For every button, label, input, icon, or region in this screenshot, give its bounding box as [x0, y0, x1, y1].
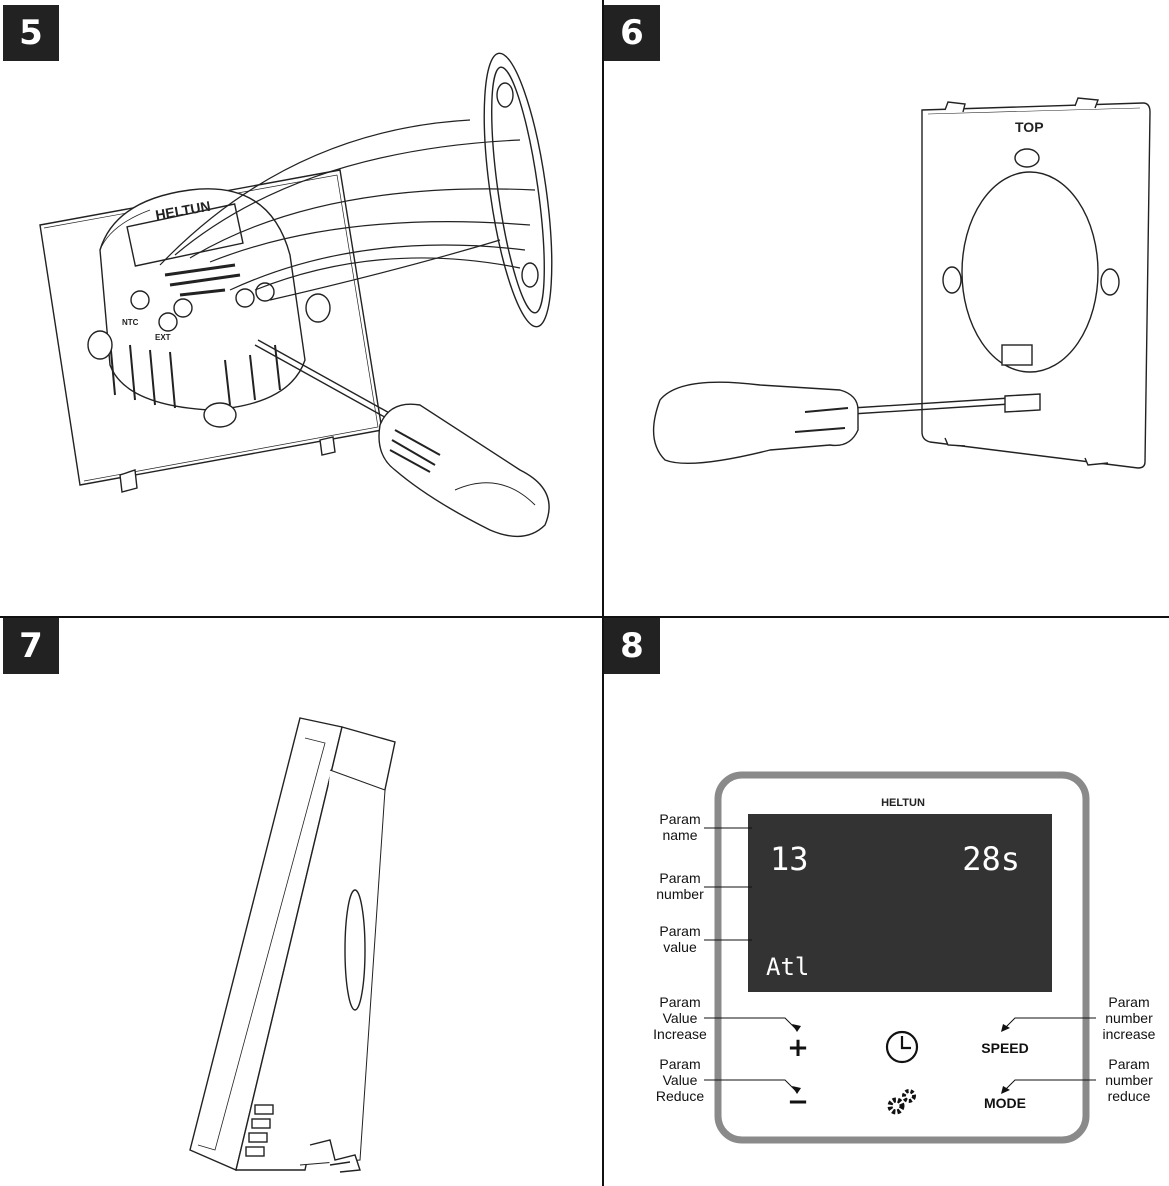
annotation-number-increase: Param number increase: [1102, 994, 1156, 1042]
step-badge-8: 8: [604, 618, 660, 674]
gears-icon: [887, 1089, 916, 1115]
panel-6-illustration: TOP: [652, 97, 1151, 469]
wires: [159, 119, 536, 301]
step-badge-6: 6: [604, 5, 660, 61]
annotation-number-reduce: Param number reduce: [1105, 1056, 1153, 1104]
lcd-param-number: 13: [770, 840, 809, 878]
horizontal-divider: [0, 616, 1169, 618]
plus-button: +: [787, 1033, 809, 1063]
lcd-param-name: Atl: [766, 953, 809, 981]
terminal-ext-label: EXT: [155, 333, 171, 342]
minus-button: −: [787, 1087, 809, 1117]
vertical-divider: [602, 0, 604, 1186]
wall-box-ring: [483, 52, 553, 328]
panel-7-illustration: [189, 717, 396, 1173]
thermostat-brand: HELTUN: [881, 797, 925, 809]
top-label: TOP: [1015, 119, 1044, 135]
lcd-display: [748, 814, 1052, 992]
annotation-value-increase: Param Value Increase: [653, 994, 707, 1042]
annotation-value-reduce: Param Value Reduce: [655, 1056, 705, 1104]
speed-button: SPEED: [981, 1040, 1028, 1056]
clock-icon: [885, 1030, 919, 1064]
panel-5-illustration: HELTUN NTC EXT: [39, 52, 553, 538]
annotation-param-value: Param value: [659, 923, 701, 955]
plate-opening: [961, 171, 1099, 373]
panel-8-illustration: HELTUN 13 28s Atl + − SPEED MODE: [704, 771, 1096, 1144]
terminal-ntc-label: NTC: [122, 318, 139, 327]
step-badge-5: 5: [3, 5, 59, 61]
mode-button: MODE: [984, 1095, 1026, 1111]
annotation-leaders: [704, 827, 1096, 1093]
lcd-param-value: 28s: [962, 840, 1020, 878]
annotation-param-name: Param name: [659, 811, 701, 843]
annotation-param-number: Param number: [656, 870, 704, 902]
thermostat-module: HELTUN NTC EXT: [87, 188, 331, 428]
screwdriver: [254, 339, 550, 538]
screwdriver-horizontal: [652, 381, 1041, 465]
step-badge-7: 7: [3, 618, 59, 674]
